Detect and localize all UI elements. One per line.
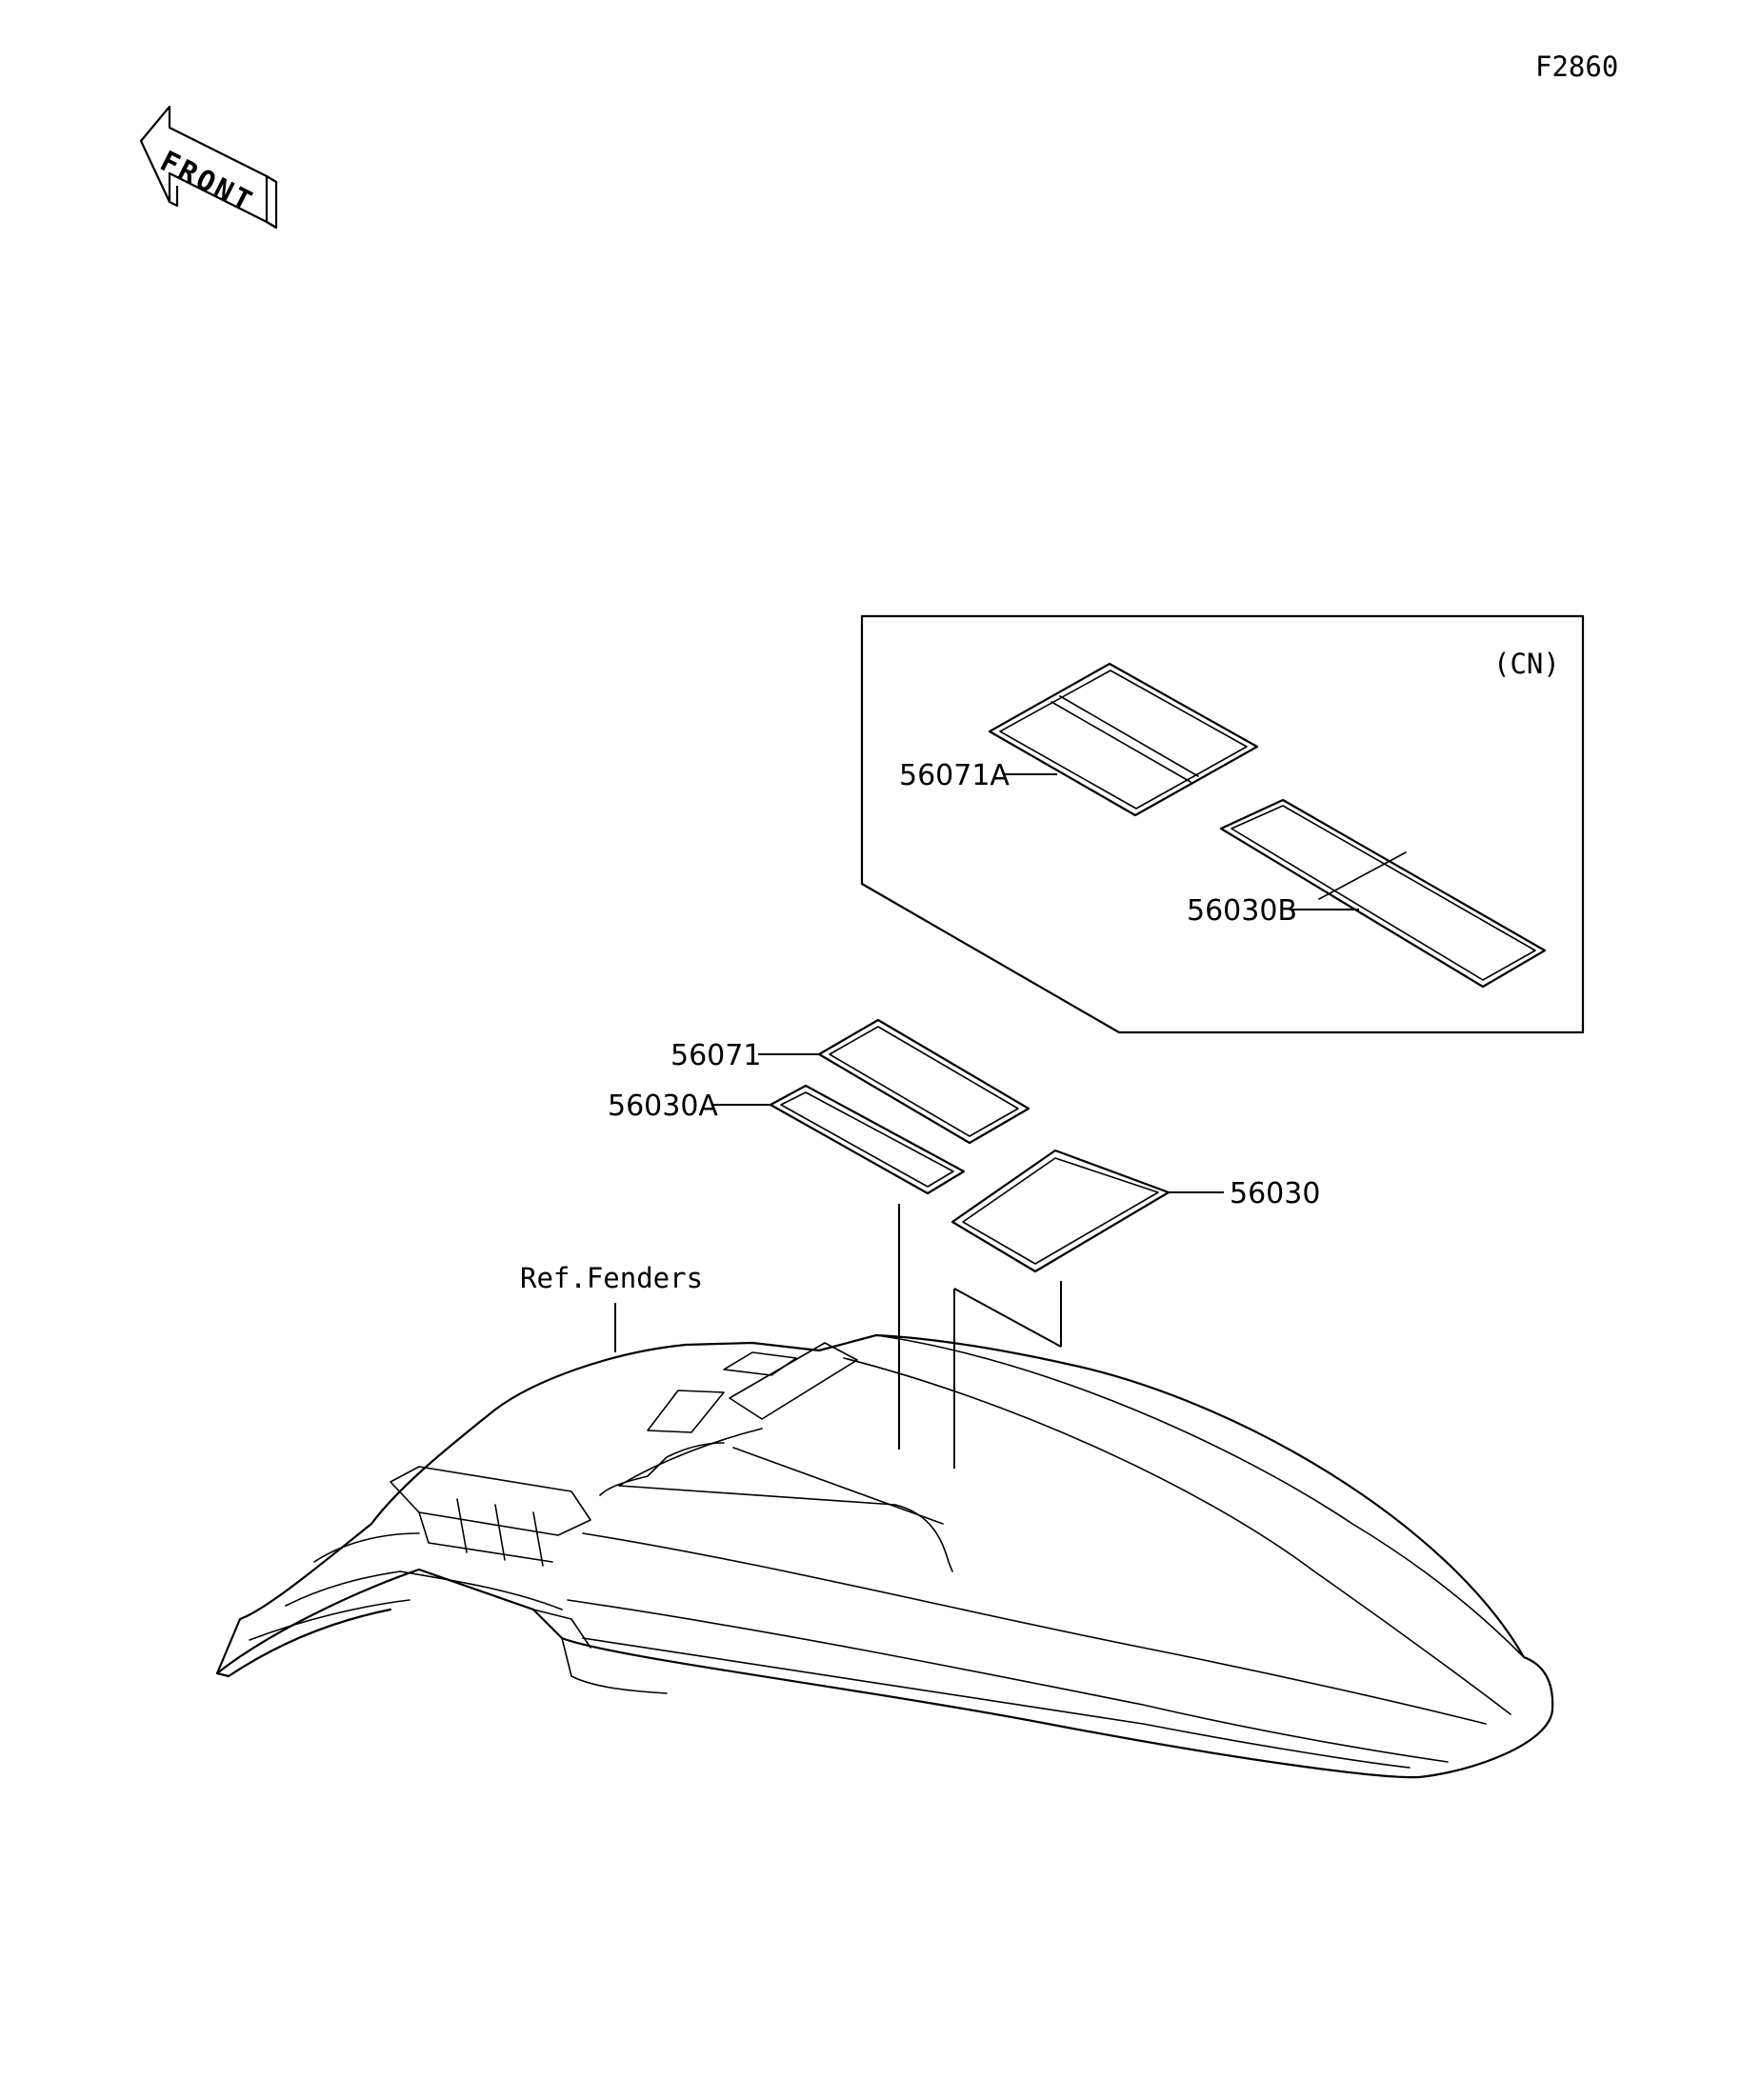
- part-number-56071A[interactable]: 56071A: [899, 759, 1010, 792]
- label-sticker-56071A[interactable]: [988, 662, 1259, 817]
- placement-guide-lines: [898, 1204, 1062, 1469]
- part-number-56071[interactable]: 56071: [670, 1039, 761, 1072]
- part-number-56030B[interactable]: 56030B: [1187, 894, 1297, 928]
- label-sticker-56030[interactable]: [951, 1149, 1171, 1273]
- cn-region-box: (CN): [860, 614, 1585, 1034]
- part-number-56030[interactable]: 56030: [1230, 1177, 1320, 1210]
- figure-code: F2860: [1535, 50, 1618, 83]
- cn-label: (CN): [1493, 648, 1560, 680]
- label-sticker-56071[interactable]: [817, 1018, 1031, 1145]
- front-arrow-icon: FRONT: [139, 105, 278, 230]
- label-sticker-56030B[interactable]: [1219, 798, 1547, 989]
- reference-fenders-label[interactable]: Ref.Fenders: [520, 1262, 703, 1294]
- label-sticker-56030A[interactable]: [769, 1084, 966, 1195]
- rear-fender-outline: [215, 1333, 1554, 1779]
- part-number-56030A[interactable]: 56030A: [608, 1090, 718, 1123]
